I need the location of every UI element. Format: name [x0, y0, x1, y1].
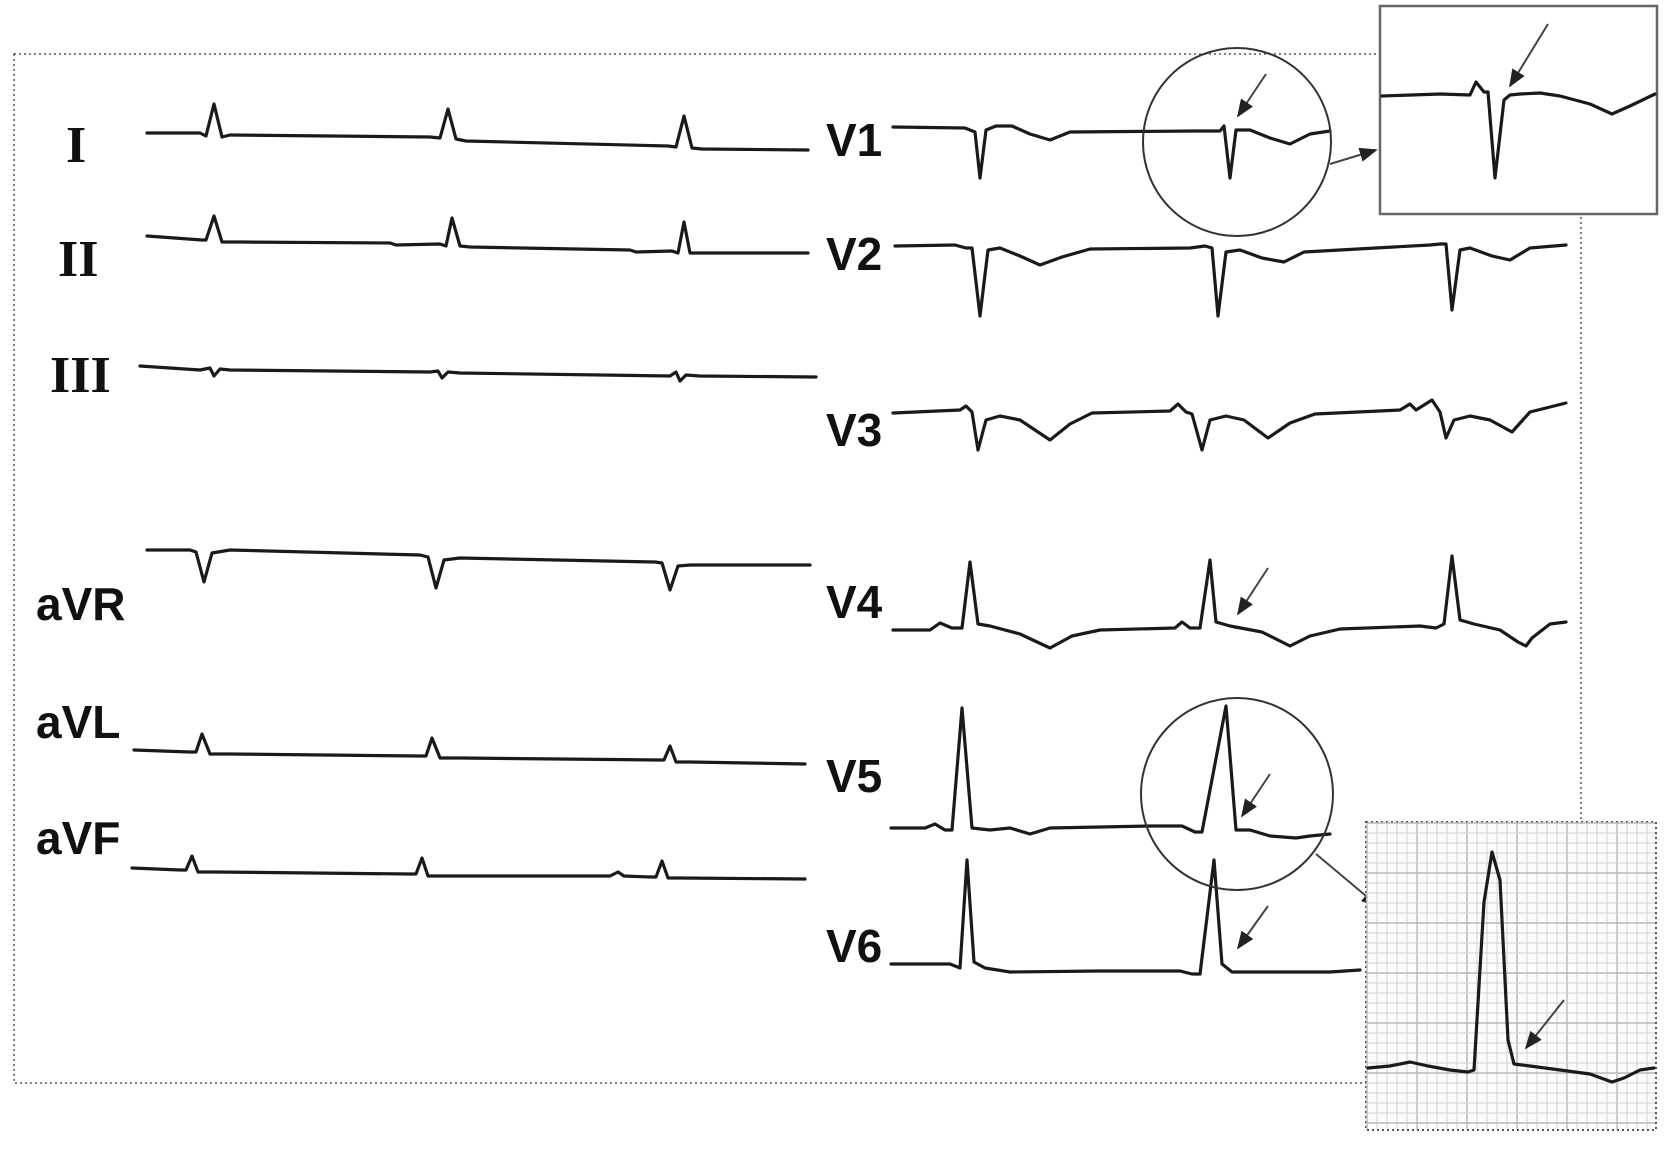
trace-aVL	[132, 732, 807, 766]
trace-V1	[891, 124, 1332, 180]
trace-V6	[889, 858, 1362, 976]
lead-label-I: I	[66, 117, 86, 174]
lead-label-V6: V6	[826, 920, 882, 972]
trace-II	[145, 214, 810, 255]
lead-label-aVL: aVL	[36, 696, 120, 748]
v1-arrow	[1237, 73, 1267, 118]
trace-aVR	[145, 548, 812, 592]
lead-label-V3: V3	[826, 404, 882, 456]
lead-label-V1: V1	[826, 114, 882, 166]
v5-inset-trace	[1366, 850, 1656, 1084]
v5-arrow	[1241, 773, 1271, 818]
lead-label-V4: V4	[826, 576, 883, 628]
lead-label-V2: V2	[826, 228, 882, 280]
v4-arrow	[1237, 567, 1269, 616]
v1-highlight-circle	[1142, 47, 1332, 237]
limb-lead-traces	[130, 102, 818, 881]
lead-label-III: III	[50, 347, 111, 404]
v5-inset	[1365, 821, 1657, 1131]
v1-inset-box	[1378, 4, 1659, 216]
trace-V5	[889, 704, 1332, 840]
v5-inset-box	[1365, 821, 1657, 1131]
trace-aVF	[130, 854, 807, 881]
lead-label-V5: V5	[826, 750, 882, 802]
v5-inset-grid	[1366, 822, 1655, 1129]
trace-III	[138, 364, 818, 383]
v1-inset-pointer	[1329, 147, 1378, 165]
trace-V3	[891, 398, 1568, 452]
ecg-frame	[13, 53, 1582, 1084]
trace-V4	[891, 554, 1568, 650]
trace-V2	[893, 242, 1568, 318]
v1-inset-trace	[1380, 80, 1657, 180]
lead-label-aVF: aVF	[36, 812, 120, 864]
v5-inset-arrow	[1524, 999, 1565, 1050]
trace-I	[145, 102, 810, 152]
lead-label-aVR: aVR	[36, 578, 125, 630]
lead-label-II: II	[58, 231, 98, 288]
v5-highlight-circle	[1140, 697, 1334, 891]
v6-arrow	[1236, 905, 1269, 950]
precordial-lead-traces	[889, 124, 1568, 976]
v1-inset-arrow	[1509, 23, 1549, 88]
v1-inset	[1378, 4, 1659, 216]
